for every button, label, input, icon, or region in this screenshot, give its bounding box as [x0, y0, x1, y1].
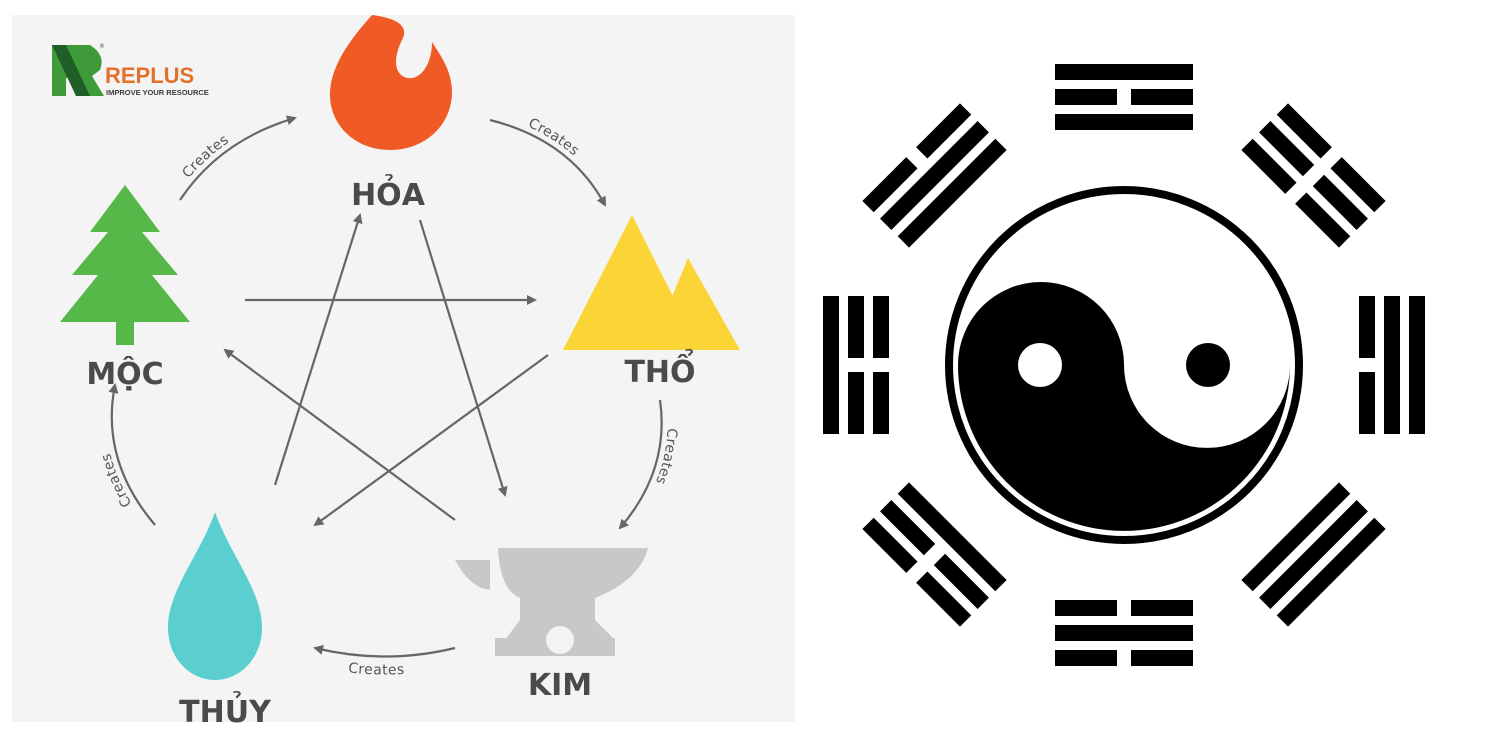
- trigram-bottom: [1055, 600, 1193, 666]
- arrow-kim-moc: [223, 348, 456, 521]
- yin-line-segment: [880, 500, 936, 556]
- yin-line-segment: [1055, 89, 1117, 105]
- yin-line-segment: [1131, 89, 1193, 105]
- logo-brand: REPLUS: [105, 63, 194, 88]
- yin-line-segment: [916, 571, 972, 627]
- trigram-right: [1359, 296, 1425, 434]
- yin-line-segment: [1330, 157, 1386, 213]
- trigram-left: [823, 296, 889, 434]
- trigram-bottom-left: [862, 482, 1007, 627]
- yang-line: [1384, 296, 1400, 434]
- yin-dot: [1018, 343, 1062, 387]
- yang-line: [897, 138, 1007, 248]
- yin-line-segment: [848, 296, 864, 358]
- yang-line: [1241, 482, 1351, 592]
- svg-text:Creates: Creates: [347, 660, 404, 678]
- yin-line-segment: [862, 157, 918, 213]
- yang-line: [1055, 114, 1193, 130]
- trigram-top-left: [862, 103, 1007, 248]
- yin-line-segment: [1055, 650, 1117, 666]
- yin-line-segment: [873, 372, 889, 434]
- label-tho: THỔ: [624, 348, 695, 390]
- mountain-icon: [563, 215, 740, 350]
- logo-tagline: IMPROVE YOUR RESOURCE: [106, 88, 209, 97]
- yang-line: [823, 296, 839, 434]
- yin-line-segment: [862, 517, 918, 573]
- arrow-hoa-kim: [418, 219, 508, 497]
- trigram-bottom-right: [1241, 482, 1386, 627]
- yin-line-segment: [1259, 121, 1315, 177]
- label-thuy: THỦY: [179, 690, 272, 730]
- yin-line-segment: [1055, 600, 1117, 616]
- replus-logo: REPLUS IMPROVE YOUR RESOURCE ®: [52, 43, 209, 97]
- yang-line: [1259, 500, 1368, 609]
- arrow-thuy-hoa: [273, 213, 363, 486]
- yin-line-segment: [1131, 600, 1193, 616]
- yin-yang-icon: [945, 186, 1303, 544]
- yin-line-segment: [916, 103, 972, 159]
- yin-line-segment: [933, 553, 989, 609]
- yin-line-segment: [873, 296, 889, 358]
- label-hoa: HỎA: [351, 173, 426, 213]
- five-elements-diagram: REPLUS IMPROVE YOUR RESOURCE ® HỎA MỘC T…: [12, 15, 795, 730]
- label-moc: MỘC: [86, 355, 163, 392]
- fire-icon: [330, 15, 452, 150]
- arrow-tho-thuy: [313, 354, 549, 527]
- yin-line-segment: [1312, 174, 1368, 230]
- bagua-diagram: [823, 64, 1425, 666]
- anvil-icon: [455, 548, 648, 656]
- yang-dot: [1186, 343, 1230, 387]
- trigram-top-right: [1241, 103, 1386, 248]
- yang-line: [1055, 625, 1193, 641]
- yang-line: [1276, 517, 1386, 627]
- yang-line: [1409, 296, 1425, 434]
- yin-line-segment: [1131, 650, 1193, 666]
- label-kim: KIM: [528, 668, 592, 703]
- trigrams: [823, 64, 1425, 666]
- registered-mark: ®: [99, 43, 105, 50]
- yang-line: [1055, 64, 1193, 80]
- yin-line-segment: [1359, 372, 1375, 434]
- yin-line-segment: [1276, 103, 1332, 159]
- control-arrows: [223, 213, 549, 527]
- yin-line-segment: [1241, 138, 1297, 194]
- tree-icon: [60, 185, 190, 345]
- creates-label: Creates: [347, 660, 404, 678]
- yin-line-segment: [1295, 192, 1351, 248]
- trigram-top: [1055, 64, 1193, 130]
- yang-line: [897, 482, 1007, 592]
- yin-line-segment: [848, 372, 864, 434]
- yin-line-segment: [1359, 296, 1375, 358]
- water-drop-icon: [168, 512, 262, 680]
- yang-line: [880, 121, 989, 230]
